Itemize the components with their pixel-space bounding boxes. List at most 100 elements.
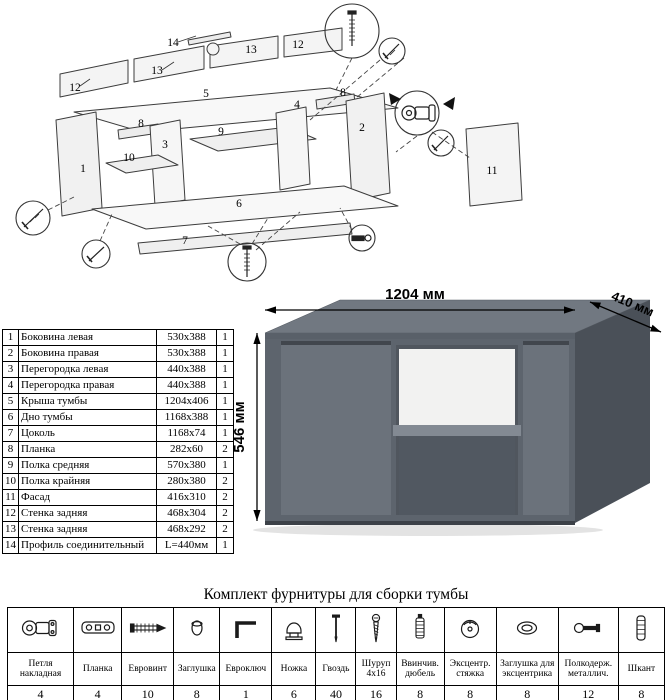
part-size: L=440мм <box>156 537 217 554</box>
part-top-5 <box>73 87 399 133</box>
hardware-qty: 4 <box>73 685 123 700</box>
screw-icon <box>431 135 449 152</box>
hardware-name: Гвоздь <box>315 652 357 686</box>
hex-key-icon <box>235 620 256 638</box>
part-qty: 2 <box>216 489 234 506</box>
screw-icon <box>21 208 44 230</box>
hardware-qty: 8 <box>495 685 559 700</box>
foot-icon <box>285 621 303 640</box>
part-name: Профиль соединительный <box>18 537 157 554</box>
hardware-qty-row: 4 4 10 8 1 6 40 16 8 8 8 12 8 <box>6 685 666 700</box>
part-side-right-2 <box>345 92 391 202</box>
hinge-icon <box>401 104 436 122</box>
hardware-qty: 40 <box>315 685 357 700</box>
part-number: 8 <box>2 441 19 458</box>
part-number-labels: 1 2 3 4 5 6 7 8 8 9 10 11 12 12 13 13 14 <box>69 37 498 247</box>
hardware-name: Петля накладная <box>6 652 75 686</box>
hardware-icon-cell <box>495 607 559 653</box>
confirmat-screw-icon <box>129 622 167 633</box>
part-fasad-11 <box>465 122 523 207</box>
part-name: Цоколь <box>18 425 157 442</box>
part-label-9: 9 <box>218 126 224 138</box>
part-name: Фасад <box>18 489 157 506</box>
hardware-table: Петля накладная Планка Евровинт Заглушка… <box>6 607 666 700</box>
part-label-4: 4 <box>294 99 300 111</box>
hardware-icon-row <box>6 607 666 653</box>
part-qty: 1 <box>216 537 234 554</box>
cap-icon <box>191 619 203 636</box>
width-dimension-label: 1204 мм <box>385 286 445 303</box>
confirmat-screw-icon <box>347 10 357 46</box>
part-name: Планка <box>18 441 157 458</box>
part-number: 7 <box>2 425 19 442</box>
part-name: Дно тумбы <box>18 409 157 426</box>
part-name: Полка крайняя <box>18 473 157 490</box>
part-label-12b: 12 <box>292 39 304 51</box>
part-label-14: 14 <box>167 37 179 49</box>
cabinet-plinth <box>265 521 575 525</box>
part-size: 468x304 <box>156 505 217 522</box>
cabinet-panels <box>55 27 523 255</box>
hardware-qty: 16 <box>355 685 397 700</box>
part-back-panel-13-right <box>209 35 279 69</box>
part-label-8b: 8 <box>340 87 346 99</box>
part-qty: 1 <box>216 377 234 394</box>
hardware-icon-cell <box>395 607 445 653</box>
width-dimension: 1204 мм <box>265 286 575 314</box>
cabinet-right-door <box>523 345 569 515</box>
height-dimension-label: 546 мм <box>233 401 248 452</box>
part-number: 12 <box>2 505 19 522</box>
hardware-qty: 8 <box>443 685 497 700</box>
part-name: Боковина правая <box>18 345 157 362</box>
hardware-icon-cell <box>73 607 123 653</box>
part-name: Полка средняя <box>18 457 157 474</box>
part-number: 2 <box>2 345 19 362</box>
hardware-qty: 8 <box>173 685 221 700</box>
part-qty: 2 <box>216 441 234 458</box>
part-number: 13 <box>2 521 19 538</box>
part-size: 440x388 <box>156 361 217 378</box>
part-label-13a: 13 <box>151 65 163 77</box>
hardware-qty: 8 <box>395 685 445 700</box>
screw-icon <box>86 246 105 263</box>
nail-icon <box>332 614 341 642</box>
hardware-name: Шуруп 4х16 <box>355 652 397 686</box>
hardware-qty: 8 <box>617 685 666 700</box>
plate-icon <box>81 620 115 634</box>
part-size: 416x310 <box>156 489 217 506</box>
part-partition-4 <box>275 106 311 191</box>
part-side-left-1 <box>55 111 103 217</box>
part-name: Крыша тумбы <box>18 393 157 410</box>
part-label-10: 10 <box>123 152 135 164</box>
part-number: 5 <box>2 393 19 410</box>
part-number: 3 <box>2 361 19 378</box>
assembled-cabinet-render: 1204 мм 410 мм 546 мм <box>233 286 662 536</box>
hardware-icon-cell <box>121 607 175 653</box>
hardware-name: Заглушка для эксцентрика <box>495 652 559 686</box>
compartment-shelf <box>393 425 521 436</box>
hardware-name-row: Петля накладная Планка Евровинт Заглушка… <box>6 652 666 686</box>
hardware-icon-cell <box>6 607 75 653</box>
part-label-6: 6 <box>236 198 242 210</box>
part-size: 530x388 <box>156 345 217 362</box>
part-label-7: 7 <box>182 235 188 247</box>
cam-lock-icon <box>461 619 480 638</box>
exploded-view-diagram: 1 2 3 4 5 6 7 8 8 9 10 11 12 12 13 13 14 <box>15 3 523 282</box>
part-qty: 1 <box>216 345 234 362</box>
screw-icon <box>382 43 400 60</box>
part-profile-clip <box>206 42 220 56</box>
part-plinth-7 <box>137 222 353 255</box>
hardware-kit-title: Комплект фурнитуры для сборки тумбы <box>203 586 469 603</box>
part-qty: 2 <box>216 521 234 538</box>
part-size: 530x388 <box>156 329 217 346</box>
